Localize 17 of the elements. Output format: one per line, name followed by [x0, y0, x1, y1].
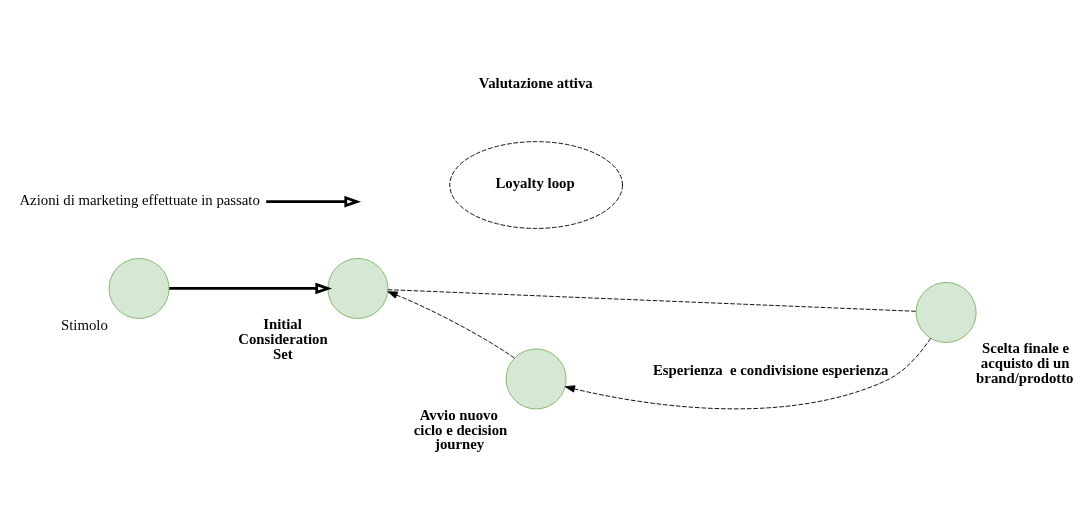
arrow: [564, 337, 932, 410]
arrow: [266, 195, 362, 208]
node-ellipse: Loyalty loop: [449, 141, 623, 229]
node-text: Azioni di marketing effettuate in passato: [19, 192, 260, 209]
edge-label: Esperienza e condivisione esperienza: [652, 362, 889, 379]
node-circle: [327, 258, 389, 319]
node-circle: [915, 282, 977, 343]
label: Valutazione attiva: [478, 74, 593, 91]
connector: [387, 289, 917, 312]
node-label: Scelta finale e acquisto di un brand/prodotto: [976, 340, 1074, 386]
node-label: Initial Consideration Set: [238, 316, 328, 362]
node-label: Avvio nuovo ciclo e decision journey: [413, 406, 508, 453]
arrow: [387, 291, 515, 359]
node-circle: [108, 258, 170, 319]
node-label: Stimolo: [61, 317, 108, 334]
node-circle: [505, 348, 567, 410]
arrow: [169, 282, 332, 295]
